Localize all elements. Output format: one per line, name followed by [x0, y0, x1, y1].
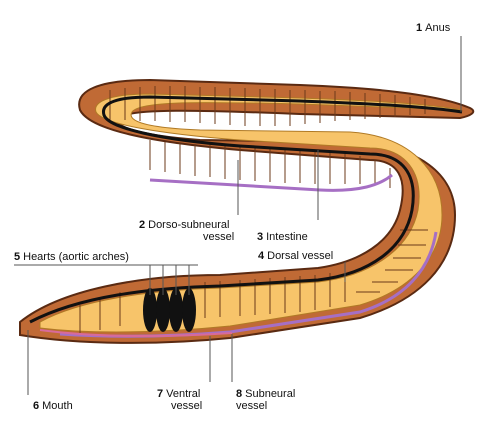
intestine-body	[39, 93, 463, 333]
label-text-line2: vessel	[203, 231, 235, 243]
label-text: Mouth	[42, 400, 73, 412]
label-number: 1	[416, 22, 423, 34]
heart	[156, 288, 170, 332]
label-text: Intestine	[266, 231, 308, 243]
body-segments	[79, 86, 428, 333]
heart	[169, 288, 183, 332]
label-text: Dorsal vessel	[267, 250, 334, 262]
label-number: 2	[139, 219, 146, 231]
label-number: 8	[236, 388, 243, 400]
ventral-vessel-line	[39, 329, 233, 338]
dorsal-vessel-line	[29, 95, 463, 324]
label-text-line2: vessel	[171, 400, 203, 412]
label-text: Dorso-subneural	[148, 219, 230, 231]
hearts-group	[143, 288, 196, 332]
label-text: Subneural	[245, 388, 296, 400]
label-number: 4	[258, 250, 265, 262]
leader-lines	[14, 36, 462, 395]
leader-hearts	[14, 264, 198, 295]
heart	[143, 288, 157, 332]
label-number: 6	[33, 400, 40, 412]
heart	[182, 288, 196, 332]
label-text-line2: vessel	[236, 400, 268, 412]
label-text: Hearts (aortic arches)	[23, 251, 129, 263]
subneural-upper-line	[149, 173, 393, 192]
label-number: 7	[157, 388, 164, 400]
label-number: 5	[14, 251, 21, 263]
label-text: Ventral	[166, 388, 201, 400]
label-text: Anus	[425, 22, 451, 34]
label-number: 3	[257, 231, 264, 243]
